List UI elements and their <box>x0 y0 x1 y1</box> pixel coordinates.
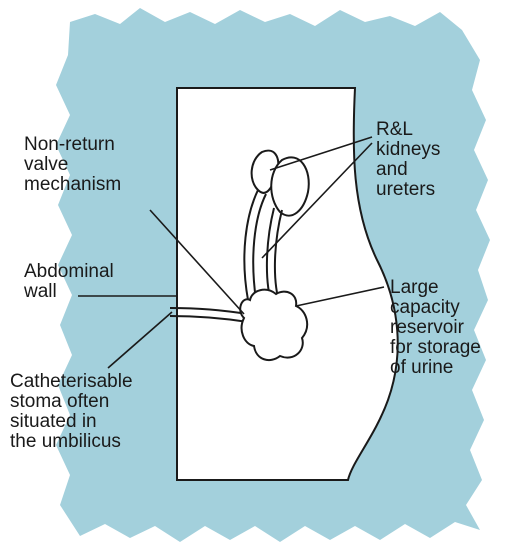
kidneys-label: R&L kidneys and ureters <box>376 120 440 200</box>
right-kidney-shape <box>271 157 309 215</box>
valve-label: Non-return valve mechanism <box>24 135 121 195</box>
abdominal-wall-label: Abdominal wall <box>24 262 114 302</box>
stoma-label: Catheterisable stoma often situated in t… <box>10 372 133 452</box>
reservoir-label: Large capacity reservoir for storage of … <box>390 278 481 378</box>
